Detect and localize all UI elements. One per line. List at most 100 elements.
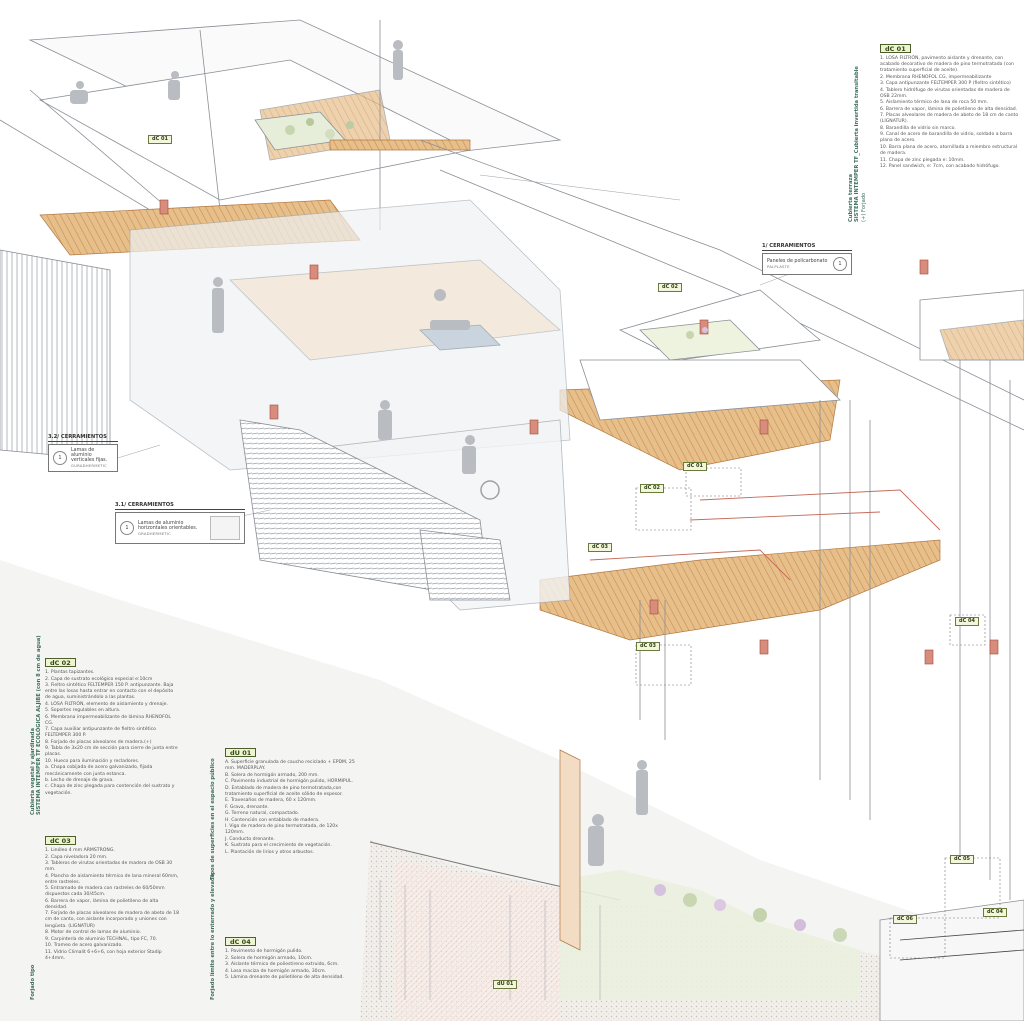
detail-tag-dC02-mid: dC 02 bbox=[640, 484, 664, 493]
legend-side-title: Forjado tipo bbox=[30, 964, 36, 1000]
legend-item: 7. Capa auxiliar antipunzante de fieltro… bbox=[45, 727, 156, 739]
legend-dC01-side-labels: Cubierta terraza SISTEMA INTEMPER TF_Cub… bbox=[848, 66, 867, 222]
legend-item: b. Lecho de drenaje de grava. bbox=[45, 777, 114, 783]
legend-item: K. Sustrato para el crecimiento de veget… bbox=[225, 843, 332, 849]
legend-item: L. Plantación de lirios y otros arbustos… bbox=[225, 849, 315, 855]
callout-box: 1 Lamas de aluminio verticales fijas. GU… bbox=[48, 444, 118, 472]
callout-title: 3.2/ CERRAMIENTOS bbox=[48, 434, 118, 442]
vertical-louvre-icon: 1 bbox=[53, 451, 67, 465]
callout-title: 1/ CERRAMIENTOS bbox=[762, 243, 852, 251]
upper-terrace bbox=[0, 19, 562, 230]
legend-side-subtitle: SISTEMA INTEMPER TF_Cubierta invertida t… bbox=[854, 66, 861, 222]
callout-cerramientos-1: 1/ CERRAMIENTOS Paneles de policarbonato… bbox=[762, 243, 852, 275]
callout-brand: PALPLASTE bbox=[767, 264, 790, 269]
legend-item: 5. Entramado de madera con rastreles de … bbox=[45, 886, 165, 898]
detail-tag-dC01-upper: dC 01 bbox=[148, 135, 172, 144]
legend-item: I. Viga de madera de pino termotratada, … bbox=[225, 824, 338, 836]
legend-side-title: Forjado límite entre lo enterrado y elev… bbox=[210, 873, 216, 1000]
legend-item: 2. Solera de hormigón armado, 10cm. bbox=[225, 955, 313, 961]
legend-dC03-side-labels: Forjado tipo bbox=[30, 965, 36, 1000]
legend-item: 5. Lámina drenante de polietileno de alt… bbox=[225, 975, 344, 981]
legend-dC02: dC 02 1. Plantas tapizantes. 2. Capa de … bbox=[45, 658, 180, 797]
callout-cerramientos-3-2: 3.2/ CERRAMIENTOS 1 Lamas de aluminio ve… bbox=[48, 434, 118, 472]
legend-item: 6. Barrera de vapor, lámina de polietile… bbox=[880, 106, 1018, 112]
legend-tag: dU 01 bbox=[225, 748, 257, 758]
legend-item: 1. Pavimento de hormigón pulido. bbox=[225, 949, 303, 955]
detail-tag-dC01-mid: dC 01 bbox=[683, 462, 707, 471]
legend-dC02-side-labels: Cubierta vegetal y ajardinada SISTEMA IN… bbox=[30, 635, 43, 815]
terrain bbox=[0, 560, 1024, 1021]
legend-item: 7. Placas alveolares de madera de abeto … bbox=[880, 113, 1019, 125]
callout-brand: GURADHERMETIC bbox=[71, 463, 107, 468]
legend-item: 9. Carpintería de aluminio TECHNAL, tipo… bbox=[45, 936, 158, 942]
callout-box: 1 Lamas de aluminio horizontales orienta… bbox=[115, 512, 245, 544]
legend-dC03: dC 03 1. Linóleo 4 mm ARMSTRONG. 2. Capa… bbox=[45, 836, 180, 962]
callout-text: Paneles de policarbonato PALPLASTE bbox=[767, 259, 829, 269]
detail-tag-dC04-corner: dC 04 bbox=[983, 908, 1007, 917]
legend-item: 10. Trameo de acero galvanizado. bbox=[45, 943, 123, 949]
legend-item: 4. LOSA FILTRÓN, elemento de aislamiento… bbox=[45, 701, 168, 707]
legend-side-subtitle: SISTEMA INTEMPER TF ECOLÓGICA ALJIBE (co… bbox=[36, 635, 43, 815]
legend-item: 9. Canal de acero de barandilla de vidri… bbox=[880, 132, 1013, 144]
legend-item: 5. Soportes regulables en altura. bbox=[45, 708, 121, 714]
legend-list: 1. LOSA FILTRÓN, pavimento aislante y dr… bbox=[880, 56, 1020, 170]
callout-box: Paneles de policarbonato PALPLASTE 1 bbox=[762, 253, 852, 275]
callout-desc: Paneles de policarbonato bbox=[767, 259, 828, 264]
legend-item: 11. Chapa de zinc plegada e: 10mm. bbox=[880, 157, 965, 163]
legend-item: 10. Barra plana de acero, atornillada a … bbox=[880, 144, 1018, 157]
callout-text: Lamas de aluminio horizontales orientabl… bbox=[138, 521, 206, 536]
legend-item: 10. Hueco para iluminación y recladores. bbox=[45, 758, 140, 764]
legend-item: 4. Losa maciza de hormigón armado, 30cm. bbox=[225, 968, 327, 974]
legend-item: B. Solera de hormigón armado, 200 mm. bbox=[225, 772, 319, 778]
people-silhouettes bbox=[70, 40, 648, 866]
horizontal-louvre-icon: 1 bbox=[120, 521, 134, 535]
legend-tag: dC 02 bbox=[45, 658, 76, 668]
legend-tag: dC 04 bbox=[225, 937, 256, 947]
legend-dU01-side-labels: Tipos de superficies en el espacio públi… bbox=[210, 758, 216, 880]
detail-tag-dU01: dU 01 bbox=[493, 980, 518, 989]
legend-item: 3. Tableros de virutas orientadas de mad… bbox=[45, 861, 173, 873]
detail-tag-dC03-mid: dC 03 bbox=[588, 543, 612, 552]
legend-item: 8. Motor de control de lamas de aluminio… bbox=[45, 930, 141, 936]
legend-item: 8. Barandilla de vidrio sin marco. bbox=[880, 125, 956, 131]
legend-item: 11. Vidrio Climalit 6+6+6, con hoja exte… bbox=[45, 949, 162, 961]
legend-item: 5. Aislamiento térmico de lana de roca 5… bbox=[880, 100, 989, 106]
legend-dU01: dU 01 A. Superficie granulada de caucho … bbox=[225, 748, 355, 856]
callout-title: 3.1/ CERRAMIENTOS bbox=[115, 502, 245, 510]
detail-markers bbox=[635, 467, 1001, 959]
legend-list: 1. Plantas tapizantes. 2. Capa de sustra… bbox=[45, 670, 180, 797]
legend-item: J. Conducto drenante. bbox=[225, 836, 275, 842]
legend-item: 1. Linóleo 4 mm ARMSTRONG. bbox=[45, 848, 115, 854]
legend-side-tag: (+) Forjado bbox=[860, 192, 867, 222]
legend-item: 3. Capa antipunzante FELTEMPER 300 P (fi… bbox=[880, 81, 1011, 87]
steel-beams bbox=[589, 489, 941, 581]
steel-connections bbox=[159, 199, 999, 665]
callout-brand: GRADHERMETIC bbox=[138, 530, 172, 536]
legend-item: G. Terreno natural, compactado. bbox=[225, 811, 300, 817]
legend-item: 9. Tabla de 3x20 cm de sección para cier… bbox=[45, 746, 178, 758]
detail-tag-dC02-upper: dC 02 bbox=[658, 283, 682, 292]
legend-item: 7. Forjado de placas alveolares de mader… bbox=[45, 911, 179, 929]
legend-item: 4. Tablero hidrófugo de virutas orientad… bbox=[880, 87, 1010, 99]
legend-item: 4. Plancha de aislamiento térmico de lan… bbox=[45, 873, 179, 885]
legend-item: A. Superficie granulada de caucho recicl… bbox=[225, 760, 355, 772]
callout-desc: Lamas de aluminio horizontales orientabl… bbox=[138, 520, 198, 531]
legend-item: F. Grava, drenante. bbox=[225, 804, 269, 810]
facade-louvres bbox=[0, 249, 511, 601]
legend-list: A. Superficie granulada de caucho recicl… bbox=[225, 760, 355, 856]
detail-tag-dC06: dC 06 bbox=[893, 915, 917, 924]
legend-item: c. Chapa de zinc plegada para contención… bbox=[45, 784, 175, 796]
legend-item: 3. Fieltro sintético FELTEMPER 150 P. an… bbox=[45, 683, 174, 701]
legend-side-title: Tipos de superficies en el espacio públi… bbox=[210, 758, 216, 880]
legend-item: 2. Capa de sustrato ecológico especial e… bbox=[45, 676, 153, 682]
legend-item: 2. Membrana RHENOFOL CG, impermeabilizan… bbox=[880, 74, 992, 80]
detail-tag-dC03-lower: dC 03 bbox=[636, 642, 660, 651]
louvre-detail-thumbnail-icon bbox=[210, 516, 240, 540]
legend-dC04-side-labels: Forjado límite entre lo enterrado y elev… bbox=[210, 874, 216, 1000]
legend-item: C. Pavimento industrial de hormigón puli… bbox=[225, 779, 354, 785]
legend-item: a. Chapa cobijada de acero galvanizado, … bbox=[45, 765, 153, 777]
legend-item: H. Contención con entablado de madera. bbox=[225, 817, 320, 823]
legend-dC04: dC 04 1. Pavimento de hormigón pulido. 2… bbox=[225, 937, 365, 982]
